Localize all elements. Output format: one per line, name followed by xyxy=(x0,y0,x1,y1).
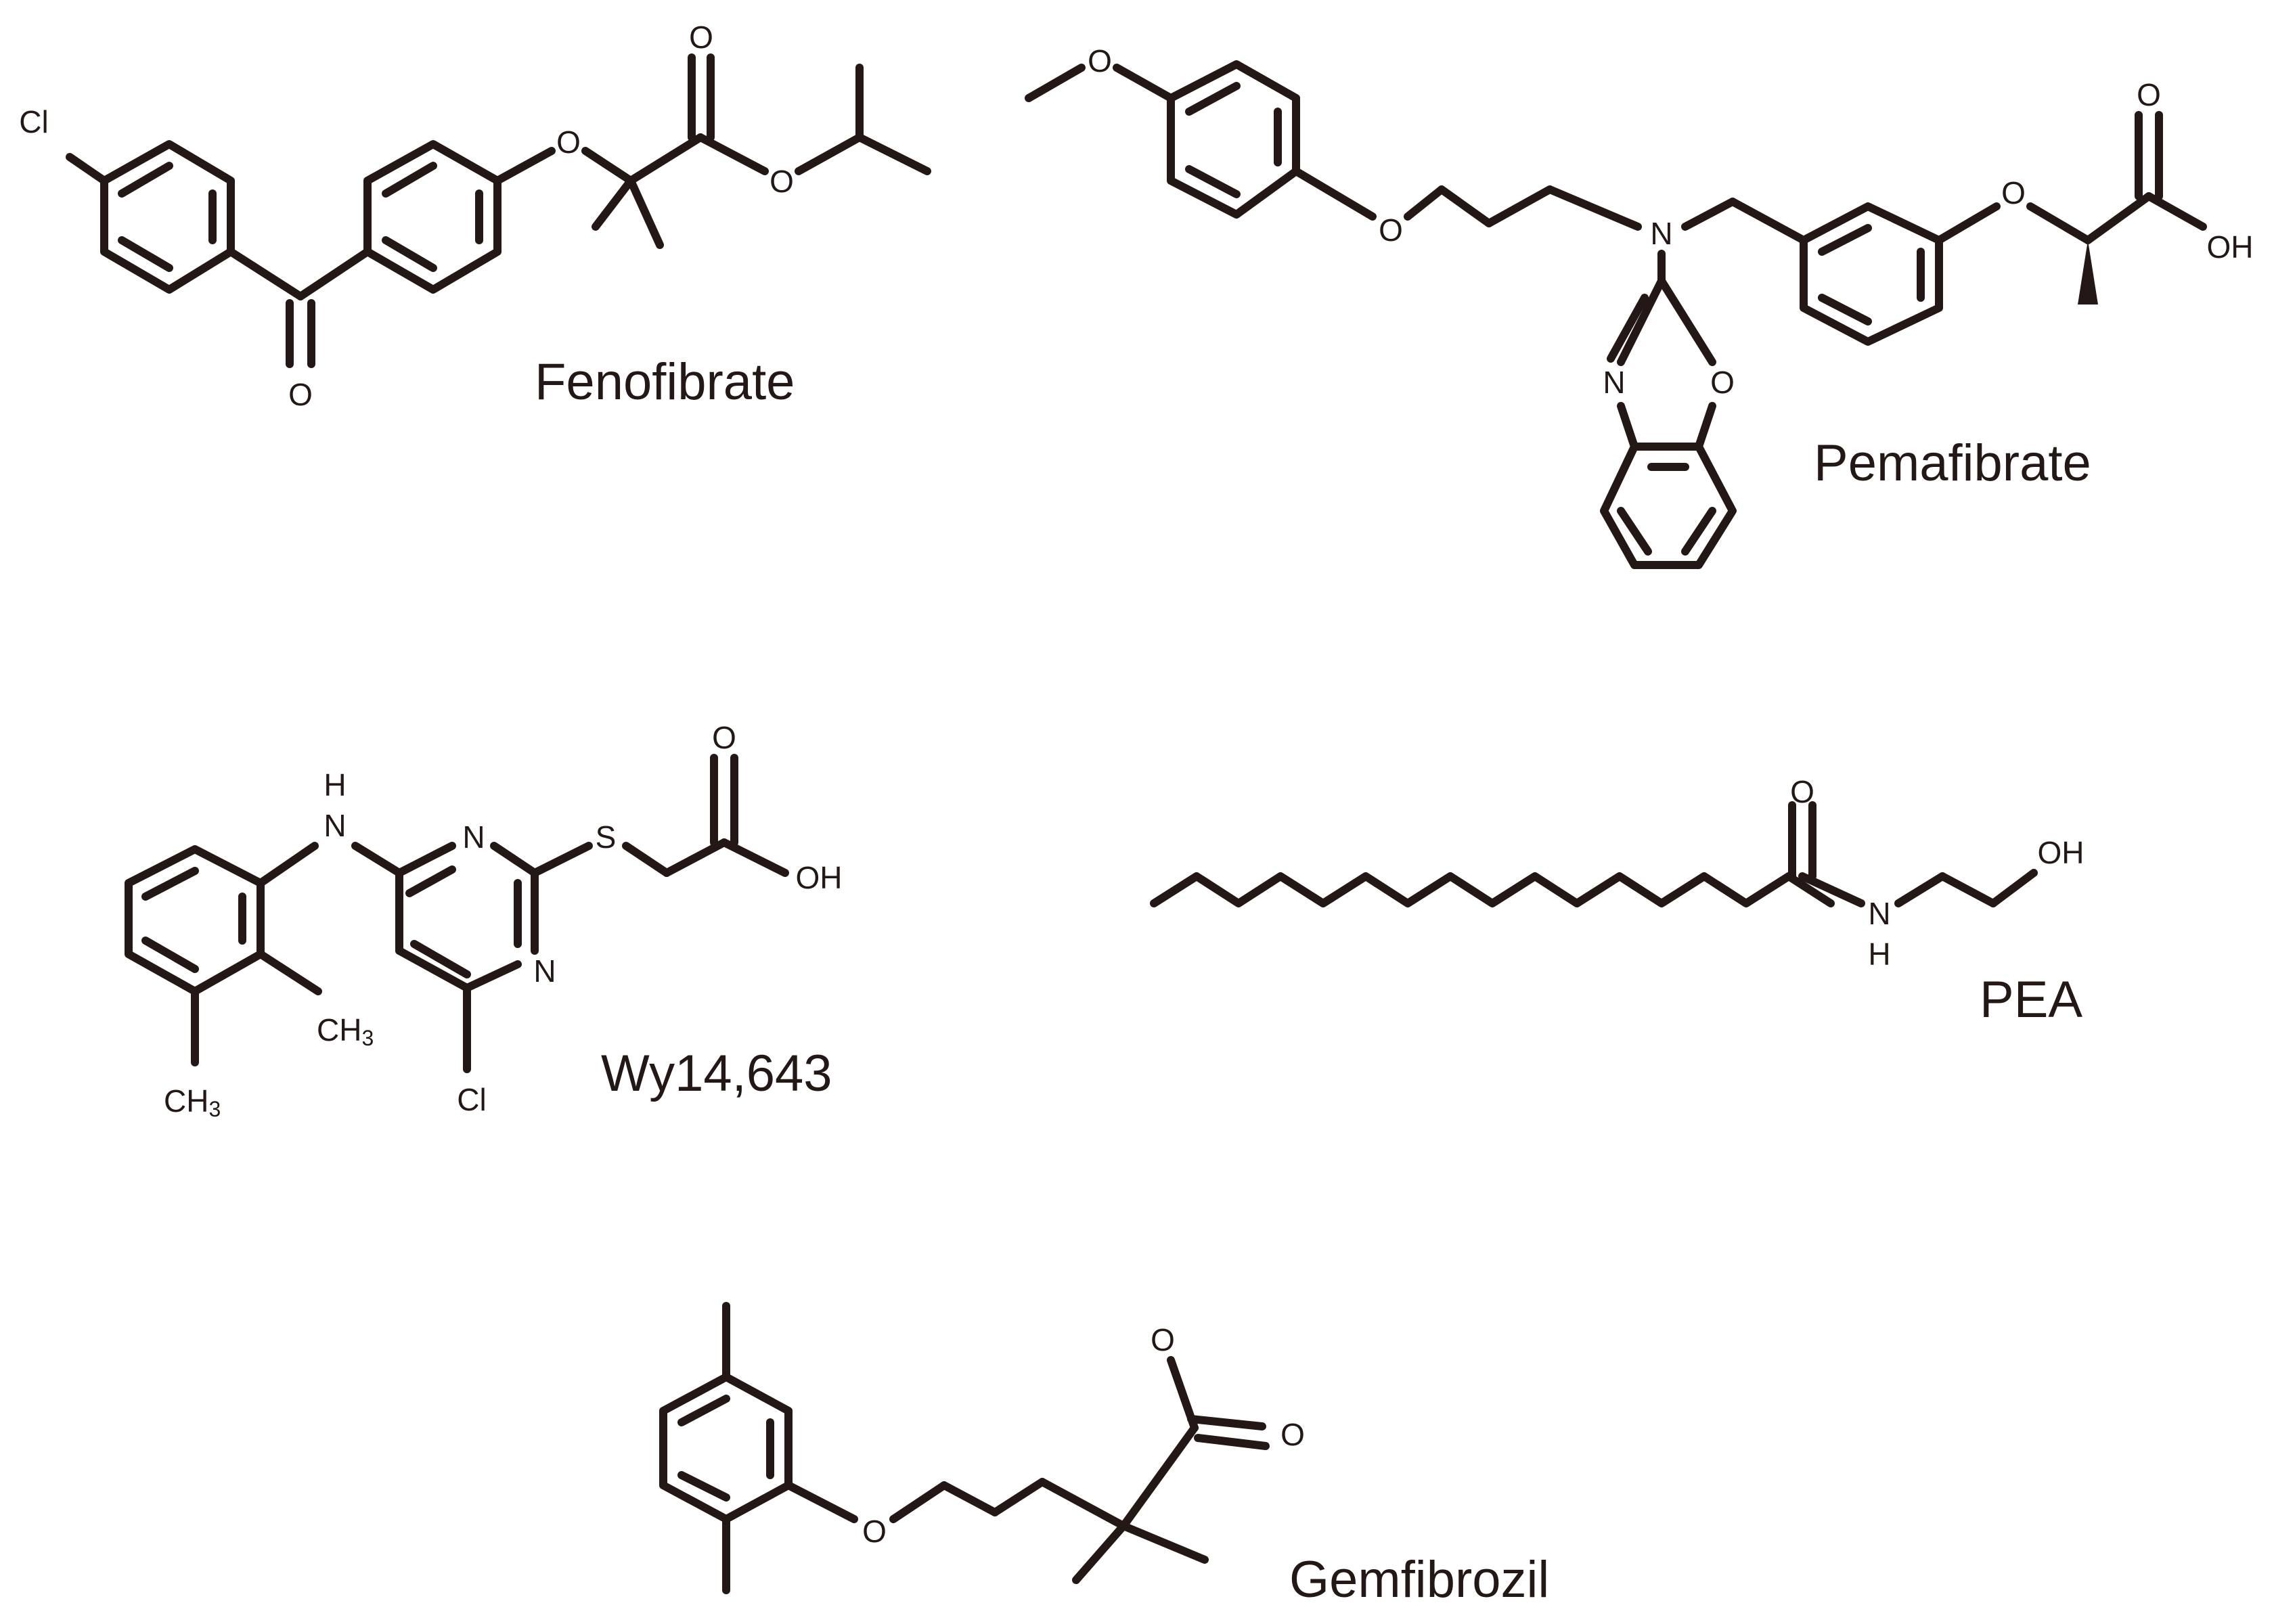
pemafibrate-amine-nitrogen-label: N xyxy=(1650,216,1672,251)
wy14643-structure: H N N N S O OH CH3 CH3 Cl Wy14,643 xyxy=(125,720,843,1121)
fenofibrate-carbonyl-oxygen-label: O xyxy=(689,20,713,55)
pea-bonds xyxy=(1150,801,2038,907)
wy14643-hydroxyl-label: OH xyxy=(796,860,843,895)
fenofibrate-ketone-oxygen-label: O xyxy=(288,377,313,412)
wy14643-methyl-b-label: CH3 xyxy=(164,1083,221,1121)
pemafibrate-ether-oxygen-label: O xyxy=(1379,212,1403,248)
fenofibrate-ester-oxygen-label: O xyxy=(770,164,794,199)
pea-name: PEA xyxy=(1980,971,2082,1029)
fenofibrate-chlorine-label: Cl xyxy=(19,104,48,139)
pea-hydroxyl-label: OH xyxy=(2038,835,2084,870)
pemafibrate-wedge-bond xyxy=(2078,240,2098,304)
pea-hydrogen-label: H xyxy=(1868,937,1890,972)
gemfibrozil-acid-oxygen1-label: O xyxy=(1151,1322,1175,1357)
fenofibrate-ether-oxygen-label: O xyxy=(556,125,581,160)
gemfibrozil-structure: O O O Gemfibrozil xyxy=(659,1302,1549,1608)
wy14643-bonds xyxy=(125,754,789,1073)
gemfibrozil-ether-oxygen-label: O xyxy=(862,1514,887,1549)
pemafibrate-structure: O O N N O O O OH Pemafibrate xyxy=(1025,43,2254,569)
pea-carbonyl-oxygen-label: O xyxy=(1790,774,1814,809)
gemfibrozil-acid-oxygen2-label: O xyxy=(1280,1417,1305,1452)
pemafibrate-carbonyl-oxygen-label: O xyxy=(2137,77,2161,112)
wy14643-carbonyl-oxygen-label: O xyxy=(712,720,736,755)
fenofibrate-name: Fenofibrate xyxy=(535,353,795,411)
pemafibrate-name: Pemafibrate xyxy=(1814,434,2091,492)
wy14643-name: Wy14,643 xyxy=(601,1045,832,1102)
pemafibrate-oxazole-nitrogen-label: N xyxy=(1603,365,1625,400)
pemafibrate-oxazole-oxygen-label: O xyxy=(1710,365,1735,400)
wy14643-sulfur-label: S xyxy=(596,819,617,855)
pemafibrate-ether2-oxygen-label: O xyxy=(2001,175,2026,210)
wy14643-chlorine-label: Cl xyxy=(457,1082,486,1117)
fenofibrate-structure: Cl O O O O Fenofibrate xyxy=(19,20,931,412)
pemafibrate-hydroxyl-label: OH xyxy=(2207,229,2254,265)
pemafibrate-bonds xyxy=(1025,60,2207,569)
wy14643-methyl-a-label: CH3 xyxy=(317,1012,374,1050)
gemfibrozil-bonds xyxy=(659,1302,1270,1594)
pea-nitrogen-label: N xyxy=(1868,896,1890,931)
fenofibrate-bonds xyxy=(66,53,931,368)
wy14643-amine-hydrogen-label: H xyxy=(324,767,346,803)
pemafibrate-methoxy-oxygen-label: O xyxy=(1088,43,1112,78)
gemfibrozil-name: Gemfibrozil xyxy=(1289,1551,1549,1608)
pea-structure: O N H OH PEA xyxy=(1150,774,2084,1029)
wy14643-ring-nitrogen2-label: N xyxy=(533,953,556,989)
wy14643-amine-nitrogen-label: N xyxy=(324,808,346,843)
wy14643-ring-nitrogen1-label: N xyxy=(462,819,485,855)
